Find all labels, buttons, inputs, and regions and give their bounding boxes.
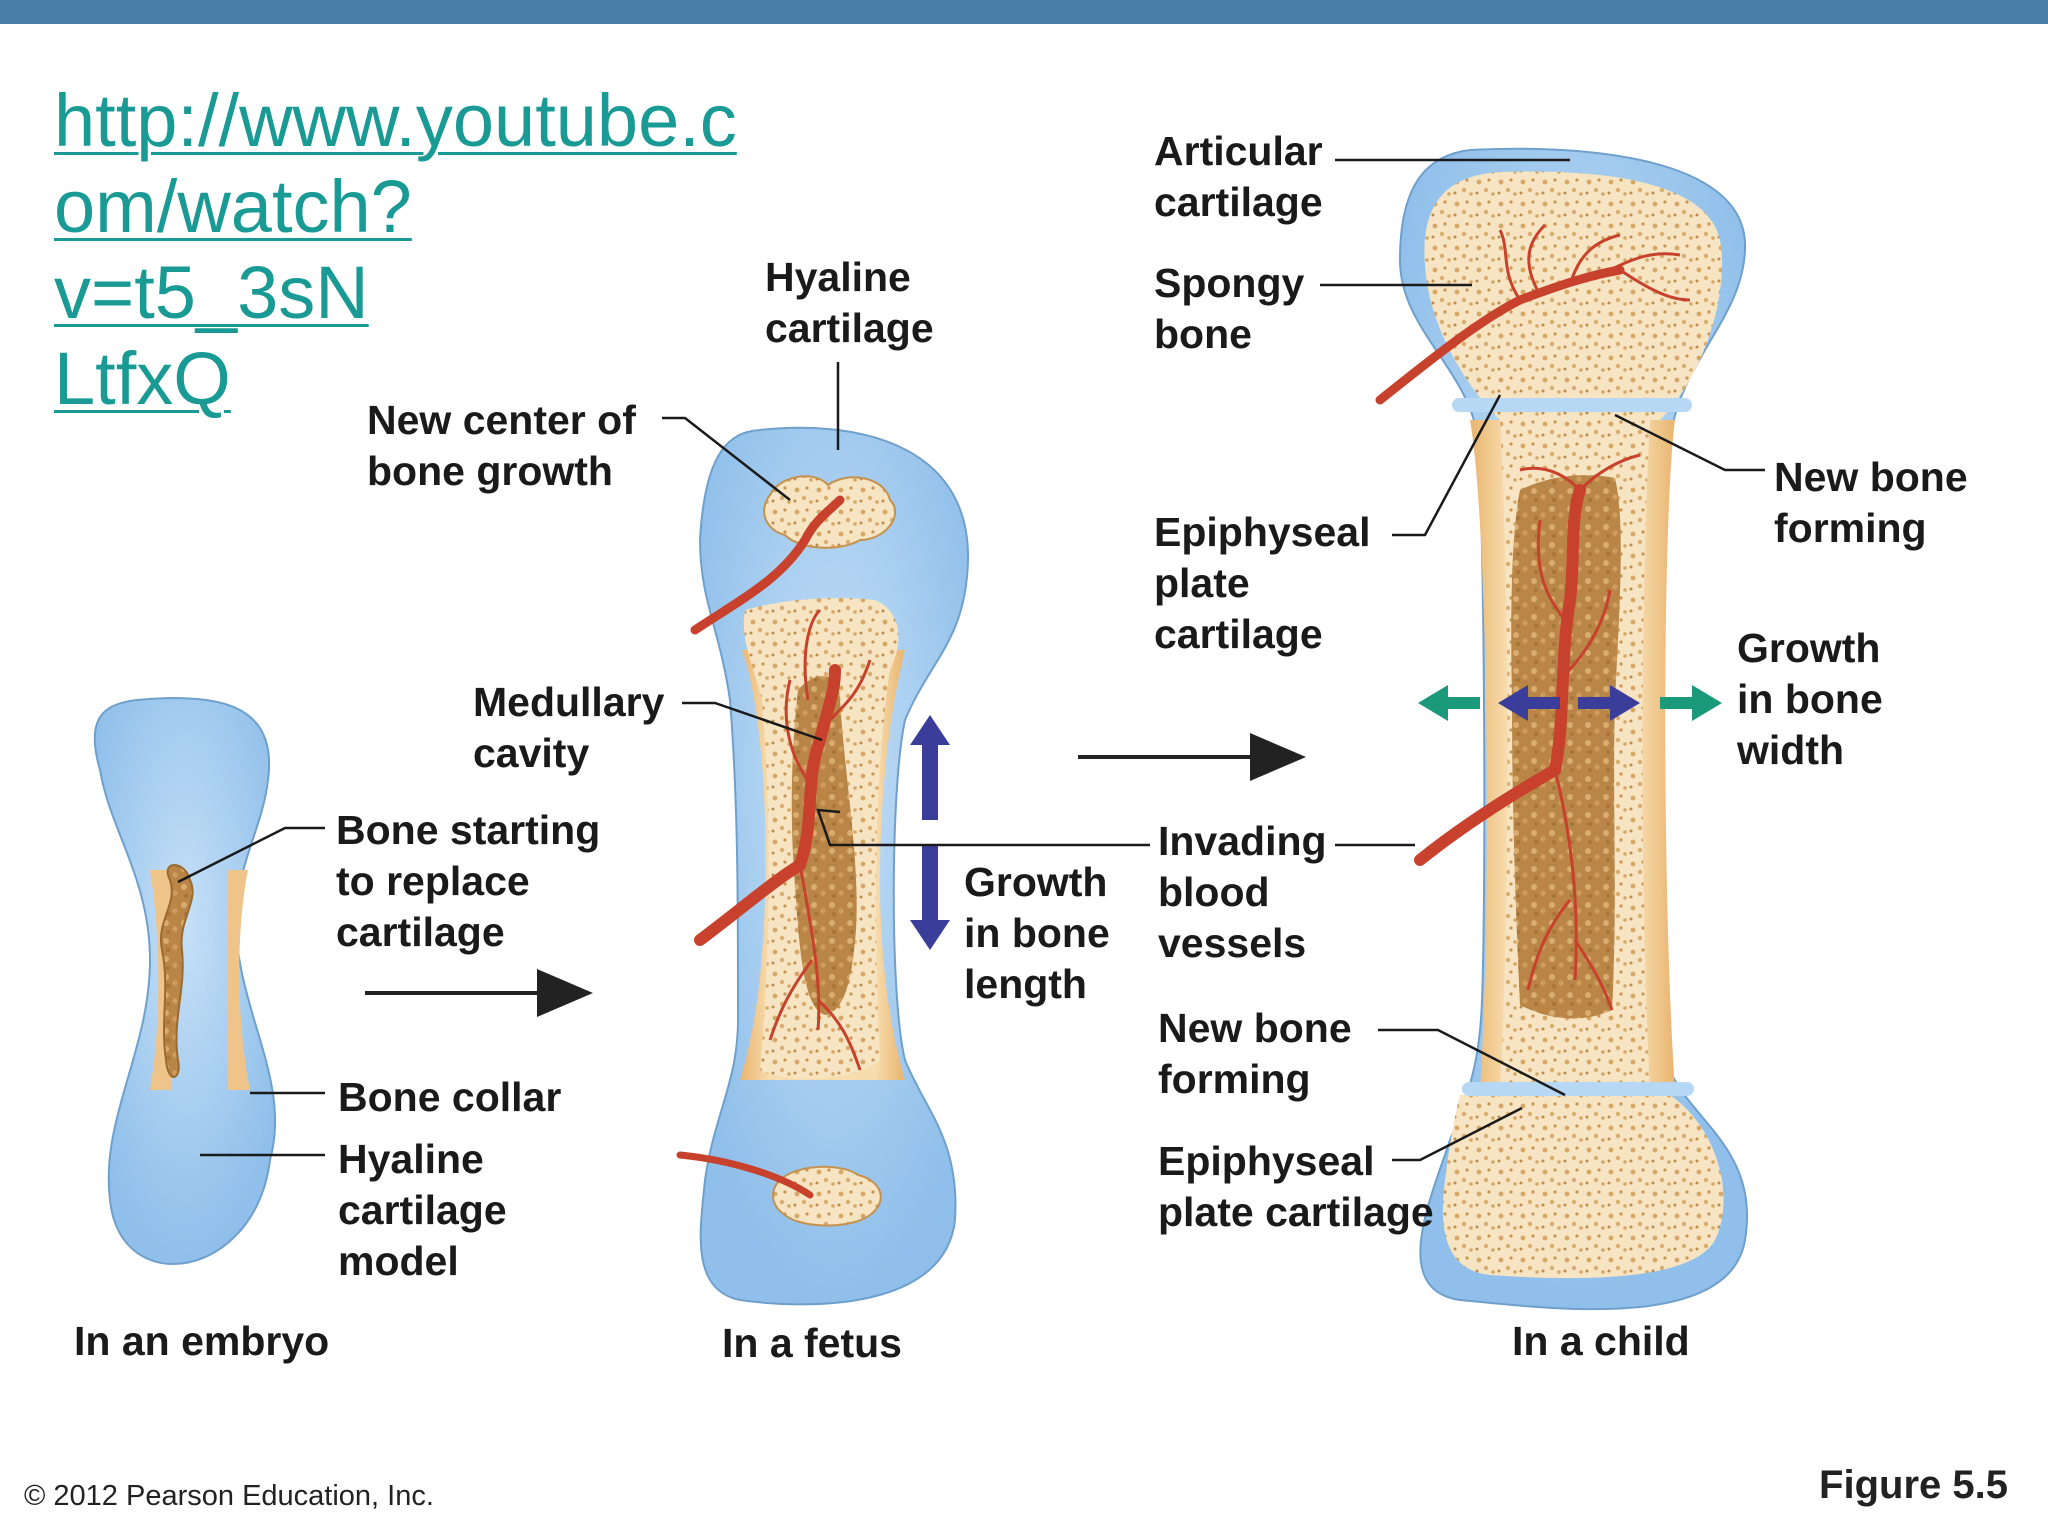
- leader-new-center: [662, 416, 791, 501]
- label-line: forming: [1158, 1056, 1311, 1102]
- label-articular-cartilage: Articular cartilage: [1154, 126, 1323, 228]
- youtube-link-line-2[interactable]: om/watch?v=t5_3sN: [54, 165, 412, 334]
- label-line: cartilage: [1154, 611, 1323, 657]
- label-spongy-bone: Spongy bone: [1154, 258, 1304, 360]
- label-line: model: [338, 1238, 459, 1284]
- leader-new-bone-lower: [1378, 1028, 1566, 1097]
- leader-epiphyseal-top: [1392, 394, 1502, 537]
- label-line: cartilage: [1154, 179, 1323, 225]
- leader-new-bone-right: [1614, 413, 1765, 472]
- label-line: forming: [1774, 505, 1927, 551]
- youtube-link[interactable]: http://www.youtube.c om/watch?v=t5_3sN L…: [54, 78, 737, 422]
- label-line: Bone collar: [338, 1074, 562, 1120]
- label-line: Growth: [964, 859, 1108, 905]
- label-line: Spongy: [1154, 260, 1305, 306]
- label-line: plate: [1154, 560, 1250, 606]
- label-bone-starting-to-replace-cartilage: Bone starting to replace cartilage: [336, 805, 600, 958]
- label-epiphyseal-plate-cartilage-bottom: Epiphyseal plate cartilage: [1158, 1136, 1434, 1238]
- label-line: in bone: [964, 910, 1110, 956]
- child-epiphyseal-plate-bottom: [1462, 1082, 1694, 1096]
- label-line: Medullary: [473, 679, 665, 725]
- fetus-main-vessel: [694, 664, 841, 946]
- label-growth-in-bone-width: Growth in bone width: [1737, 623, 1883, 776]
- label-line: cartilage: [338, 1187, 507, 1233]
- child-upper-vessel-branches: [1498, 223, 1691, 302]
- label-line: bone growth: [367, 448, 613, 494]
- child-epiphyseal-plate-top: [1452, 398, 1692, 412]
- label-line: New center of: [367, 397, 636, 443]
- label-line: to replace: [336, 858, 530, 904]
- label-line: Articular: [1154, 128, 1323, 174]
- label-line: Epiphyseal: [1154, 509, 1371, 555]
- fetus-bone: [676, 426, 970, 1306]
- label-line: cartilage: [765, 305, 934, 351]
- leader-medullary: [682, 701, 823, 742]
- growth-width-outer-left-arrow: [1418, 685, 1480, 721]
- child-upper-vessel: [1375, 265, 1625, 405]
- label-epiphyseal-plate-cartilage-top: Epiphyseal plate cartilage: [1154, 507, 1370, 660]
- caption-fetus: In a fetus: [722, 1320, 902, 1366]
- label-line: Hyaline: [765, 254, 911, 300]
- leader-epiphyseal-bottom: [1392, 1106, 1523, 1162]
- embryo-bone: [93, 696, 277, 1265]
- child-bone: [1375, 147, 1748, 1311]
- child-main-vessel-branches: [1519, 453, 1641, 1011]
- child-main-vessel: [1414, 484, 1586, 866]
- embryo-cartilage-model: [93, 696, 277, 1265]
- child-medullary-cavity: [1511, 475, 1621, 1019]
- label-invading-blood-vessels: Invading blood vessels: [1158, 816, 1327, 969]
- copyright-notice: © 2012 Pearson Education, Inc.: [24, 1480, 434, 1512]
- fetus-upper-vessel: [690, 495, 845, 635]
- growth-length-arrow: [910, 715, 950, 950]
- embryo-replacing-bone: [159, 864, 194, 1078]
- leader-lines: [177, 158, 1765, 1162]
- label-line: bone: [1154, 311, 1252, 357]
- label-new-center-of-bone-growth: New center of bone growth: [367, 395, 636, 497]
- label-line: New bone: [1158, 1005, 1352, 1051]
- growth-width-outer-right-arrow: [1660, 685, 1722, 721]
- label-line: Invading: [1158, 818, 1327, 864]
- label-line: cavity: [473, 730, 590, 776]
- top-banner: [0, 0, 2048, 24]
- leader-invading: [816, 808, 1150, 847]
- label-line: length: [964, 961, 1087, 1007]
- label-growth-in-bone-length: Growth in bone length: [964, 857, 1110, 1010]
- label-new-bone-forming-right: New bone forming: [1774, 452, 1968, 554]
- child-epiphysis-top: [1424, 171, 1722, 420]
- caption-child: In a child: [1512, 1318, 1690, 1364]
- leader-bone-starting: [177, 826, 325, 884]
- label-line: Growth: [1737, 625, 1881, 671]
- label-line: in bone: [1737, 676, 1883, 722]
- growth-width-inner-right-arrow: [1578, 685, 1640, 721]
- label-line: New bone: [1774, 454, 1968, 500]
- caption-embryo: In an embryo: [74, 1318, 330, 1364]
- fetus-lower-center: [772, 1165, 882, 1227]
- label-line: vessels: [1158, 920, 1307, 966]
- label-hyaline-cartilage-fetus: Hyaline cartilage: [765, 252, 934, 354]
- fetus-lower-vessel: [676, 1151, 814, 1199]
- label-line: Bone starting: [336, 807, 601, 853]
- youtube-link-line-1[interactable]: http://www.youtube.c: [54, 79, 737, 162]
- figure-number: Figure 5.5: [1819, 1463, 2008, 1507]
- label-line: Hyaline: [338, 1136, 484, 1182]
- label-new-bone-forming-lower: New bone forming: [1158, 1003, 1352, 1105]
- label-medullary-cavity: Medullary cavity: [473, 677, 664, 779]
- youtube-link-line-3[interactable]: LtfxQ: [54, 337, 231, 420]
- label-hyaline-cartilage-model: Hyaline cartilage model: [338, 1134, 507, 1287]
- label-line: plate cartilage: [1158, 1189, 1434, 1235]
- label-line: Epiphyseal: [1158, 1138, 1375, 1184]
- label-line: blood: [1158, 869, 1270, 915]
- fetus-medullary-cavity: [791, 676, 857, 1015]
- growth-width-inner-left-arrow: [1498, 685, 1560, 721]
- child-epiphysis-bottom: [1442, 1095, 1724, 1279]
- label-line: cartilage: [336, 909, 505, 955]
- fetus-vessel-branches: [768, 608, 872, 1071]
- embryo-bone-collar-right: [228, 870, 250, 1090]
- label-bone-collar: Bone collar: [338, 1072, 561, 1123]
- label-line: width: [1737, 727, 1845, 773]
